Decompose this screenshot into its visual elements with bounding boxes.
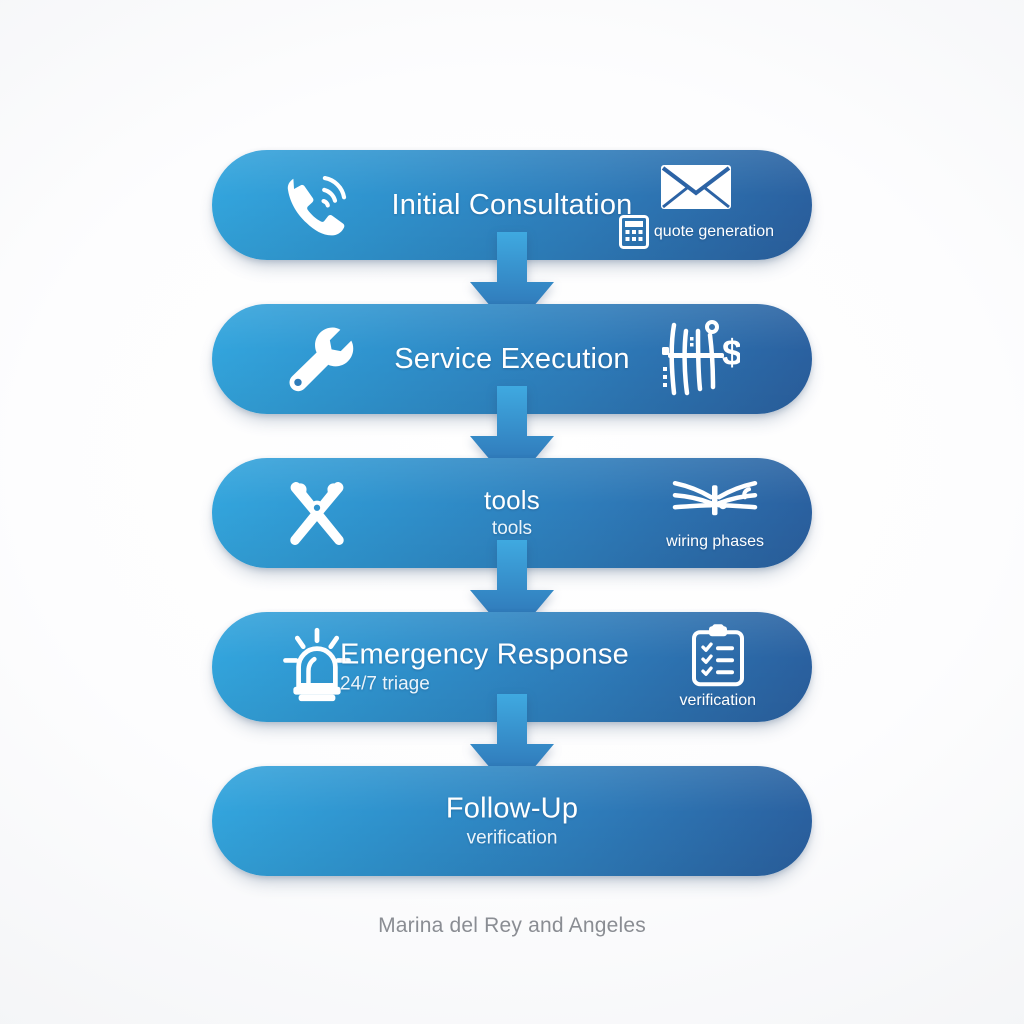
step-subtitle: 24/7 triage [340,673,430,695]
calculator-icon [618,215,649,249]
flow-step-tools[interactable]: tools tools [212,458,812,568]
process-flow: Initial Consultation [212,150,812,876]
flow-step-service-execution[interactable]: Service Execution [212,304,812,414]
step-text-block: tools tools [352,485,672,540]
step-subtitle: verification [466,827,558,849]
svg-text:$: $ [722,332,740,373]
crossed-pliers-icon [274,470,360,556]
siren-beacon-icon [274,624,360,710]
side-icon-label: wiring phases [666,533,764,551]
step-side-icons: quote generation [618,161,774,249]
step-subtitle: tools [491,518,533,540]
side-icon-label: verification [679,692,756,710]
step-side-icons: verification [680,624,756,710]
envelope-icon [659,161,733,213]
connector-arrow-1 [212,232,812,332]
ringing-phone-icon [274,162,360,248]
flow-step-emergency-response[interactable]: Emergency Response 24/7 triage [212,612,812,722]
step-title: Emergency Response [340,638,629,671]
step-side-icons: $ [654,317,740,401]
connector-arrow-4 [212,694,812,794]
step-text-block: Service Execution [352,343,672,375]
side-icon-label: quote generation [653,223,774,241]
connector-arrow-3 [212,540,812,640]
step-side-icons: wiring phases [666,475,764,551]
wiring-phases-icon [671,475,759,531]
step-title: Follow-Up [445,792,579,825]
step-text-block: Initial Consultation [352,189,672,221]
flow-step-follow-up[interactable]: Follow-Up verification [212,766,812,876]
quote-generation-item: quote generation [618,215,774,249]
flow-step-initial-consultation[interactable]: Initial Consultation [212,150,812,260]
wiring-dollar-icon: $ [654,317,740,401]
step-text-block: Follow-Up verification [352,792,672,849]
step-title: Service Execution [394,342,630,375]
diagram-caption: Marina del Rey and Angeles [378,914,646,937]
connector-arrow-2 [212,386,812,486]
step-title: tools [484,485,540,516]
step-text-block: Emergency Response 24/7 triage [340,638,660,695]
step-title: Initial Consultation [391,188,633,221]
clipboard-checklist-icon [689,624,747,690]
wrench-icon [274,316,360,402]
